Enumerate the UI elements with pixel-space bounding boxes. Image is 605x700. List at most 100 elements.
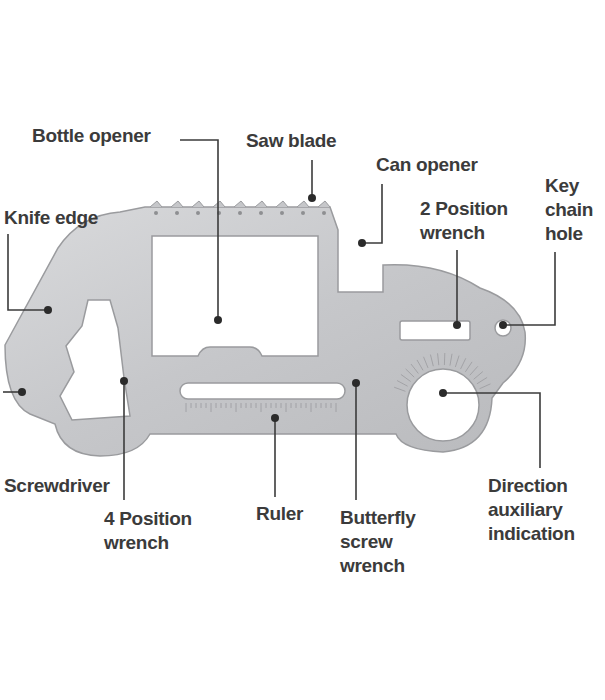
dial-tick [438, 353, 439, 365]
ruler-tick [306, 403, 307, 408]
ruler-tick [321, 403, 322, 408]
dial-tick [474, 372, 483, 380]
leader-line [274, 418, 276, 497]
ruler-tick [251, 403, 252, 408]
dial-tick [480, 384, 491, 389]
ruler-tick [216, 403, 217, 408]
ruler-tick [231, 403, 232, 408]
ruler-tick [191, 403, 192, 408]
ruler-slot [180, 383, 345, 399]
dial-tick [397, 381, 408, 387]
two-position-wrench-slot [400, 321, 470, 340]
part-label: Saw blade [246, 129, 336, 153]
ruler-tick [326, 403, 327, 408]
saw-tooth [150, 201, 162, 207]
dial-tick [424, 357, 428, 368]
part-label: Key chain hole [545, 174, 601, 246]
part-label: Can opener [376, 153, 478, 177]
ruler-tick [271, 403, 272, 408]
dial-tick [444, 353, 445, 365]
bottle-opener-hole [152, 236, 318, 356]
saw-tooth [234, 201, 246, 207]
ruler-tick [311, 403, 312, 412]
ruler-tick [331, 403, 332, 408]
dial-tick [411, 364, 418, 373]
tool-body [5, 207, 525, 456]
ruler-tick [281, 403, 282, 408]
part-label: Ruler [256, 502, 303, 526]
leader-dot [120, 377, 128, 385]
ruler-tick [296, 403, 297, 408]
saw-hole [280, 211, 284, 215]
leader-dot [453, 321, 461, 329]
dial-tick [470, 366, 478, 375]
direction-wheel-hole [407, 369, 479, 441]
ruler-tick [336, 403, 337, 412]
dial-tick [450, 354, 452, 366]
saw-tooth [255, 201, 267, 207]
dial-tick [394, 387, 405, 391]
leader-dot [308, 194, 316, 202]
saw-hole [238, 211, 242, 215]
dial-tick [465, 362, 472, 372]
ruler-tick [201, 403, 202, 408]
saw-tooth [192, 201, 204, 207]
ruler-tick [286, 403, 287, 412]
ruler-tick [186, 403, 187, 412]
ruler-tick [206, 403, 207, 408]
part-label: Bottle opener [32, 124, 151, 148]
ruler-tick [291, 403, 292, 408]
saw-teeth [150, 201, 330, 215]
dial-tick [461, 358, 466, 369]
saw-hole [301, 211, 305, 215]
part-label: 4 Position wrench [104, 507, 212, 555]
ruler-tick [301, 403, 302, 408]
part-label: 2 Position wrench [420, 197, 528, 245]
leader-line [8, 234, 48, 310]
ruler-tick [246, 403, 247, 408]
ruler-tick [276, 403, 277, 408]
dial-tick [417, 360, 423, 370]
ruler-tick [221, 403, 222, 408]
saw-hole [322, 211, 326, 215]
ruler-tick [266, 403, 267, 408]
leader-dot [352, 379, 360, 387]
saw-tooth [213, 201, 225, 207]
saw-tooth [318, 201, 330, 207]
saw-tooth [276, 201, 288, 207]
part-label: Screwdriver [4, 474, 110, 498]
leader-line [503, 252, 555, 325]
ruler-tick [226, 403, 227, 408]
dial-tick [406, 369, 415, 377]
ruler-tick [241, 403, 242, 408]
dial-tick [401, 374, 411, 381]
saw-hole [154, 211, 158, 215]
leader-dot [358, 239, 366, 247]
ruler-tick [196, 403, 197, 408]
leader-dot [439, 389, 447, 397]
leader-line [443, 393, 540, 468]
saw-hole [259, 211, 263, 215]
leader-dot [214, 316, 222, 324]
leader-dot [18, 388, 26, 396]
ruler-tick [261, 403, 262, 412]
leader-line [123, 381, 125, 500]
part-label: Knife edge [4, 206, 98, 230]
part-label: Butterfly screw wrench [340, 506, 435, 578]
leader-line [355, 383, 357, 500]
leader-line [180, 140, 218, 320]
dial-tick [430, 355, 433, 367]
leader-lines [3, 140, 555, 500]
leader-line [362, 184, 382, 243]
saw-tooth [297, 201, 309, 207]
dial-tick [455, 356, 459, 367]
four-position-wrench-hole [60, 300, 130, 420]
saw-hole [196, 211, 200, 215]
leader-line [456, 250, 458, 325]
ruler-tick [256, 403, 257, 408]
saw-hole [175, 211, 179, 215]
dial-tick [477, 377, 487, 383]
key-chain-hole [495, 320, 511, 336]
